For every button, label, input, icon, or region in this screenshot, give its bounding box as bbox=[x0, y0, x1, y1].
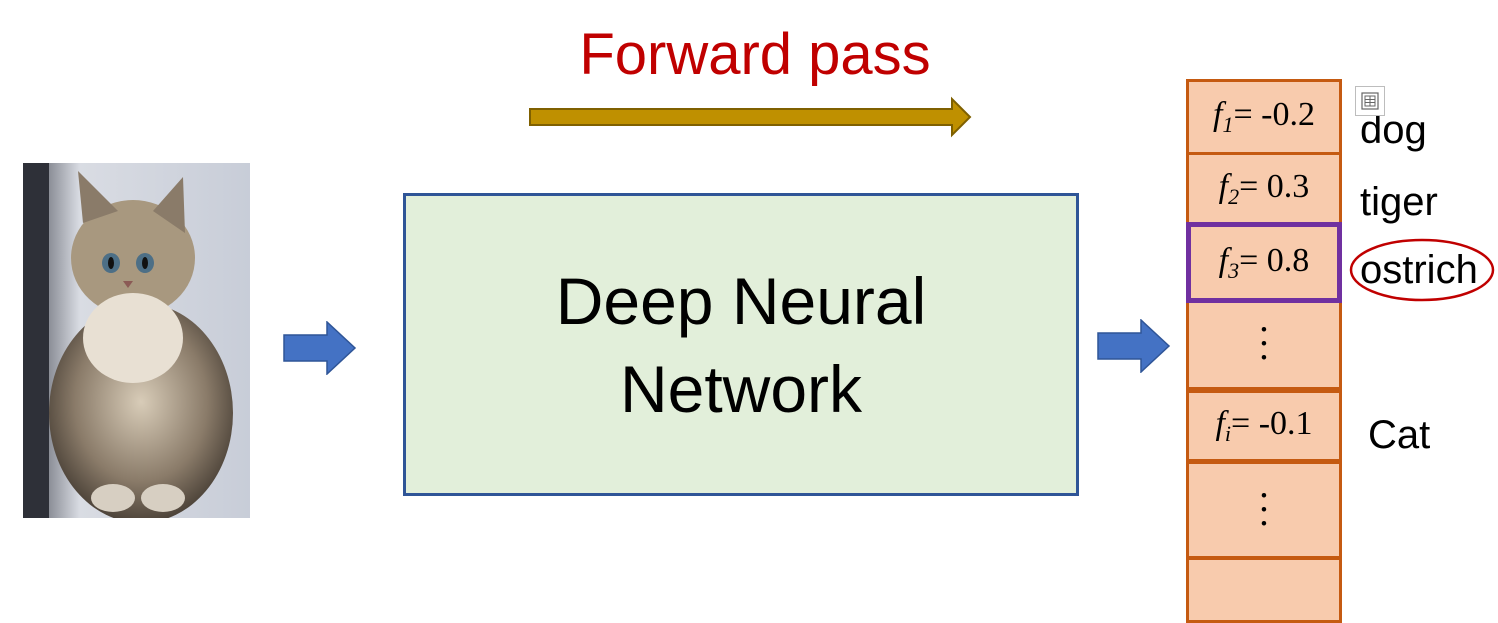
forward-pass-title: Forward pass bbox=[579, 22, 931, 87]
vertical-ellipsis-icon: ··· bbox=[1257, 309, 1271, 379]
score-cell-1: f1= -0.2 bbox=[1186, 79, 1342, 155]
network-label-line1: Deep Neural bbox=[555, 263, 927, 338]
ellipsis-cell-1: ··· bbox=[1186, 298, 1342, 390]
label-ostrich: ostrich bbox=[1360, 248, 1478, 292]
input-arrow bbox=[283, 321, 357, 375]
score-cell-partial bbox=[1186, 557, 1342, 623]
forward-pass-arrow bbox=[529, 96, 972, 138]
label-tiger: tiger bbox=[1360, 180, 1438, 224]
vertical-ellipsis-icon: ··· bbox=[1257, 475, 1271, 545]
output-arrow bbox=[1097, 319, 1171, 373]
ostrich-highlight-ellipse bbox=[1349, 238, 1495, 302]
ellipsis-cell-2: ··· bbox=[1186, 461, 1342, 559]
network-label-line2: Network bbox=[619, 351, 863, 426]
score-cell-3-selected: f3= 0.8 bbox=[1186, 222, 1342, 303]
layout-options-icon[interactable] bbox=[1355, 86, 1385, 116]
label-cat: Cat bbox=[1368, 413, 1431, 457]
score-cell-2: f2= 0.3 bbox=[1186, 152, 1342, 225]
score-cell-i: fi= -0.1 bbox=[1186, 390, 1342, 462]
kitten-photo bbox=[23, 163, 250, 518]
deep-neural-network-box: Deep Neural Network bbox=[403, 193, 1079, 496]
